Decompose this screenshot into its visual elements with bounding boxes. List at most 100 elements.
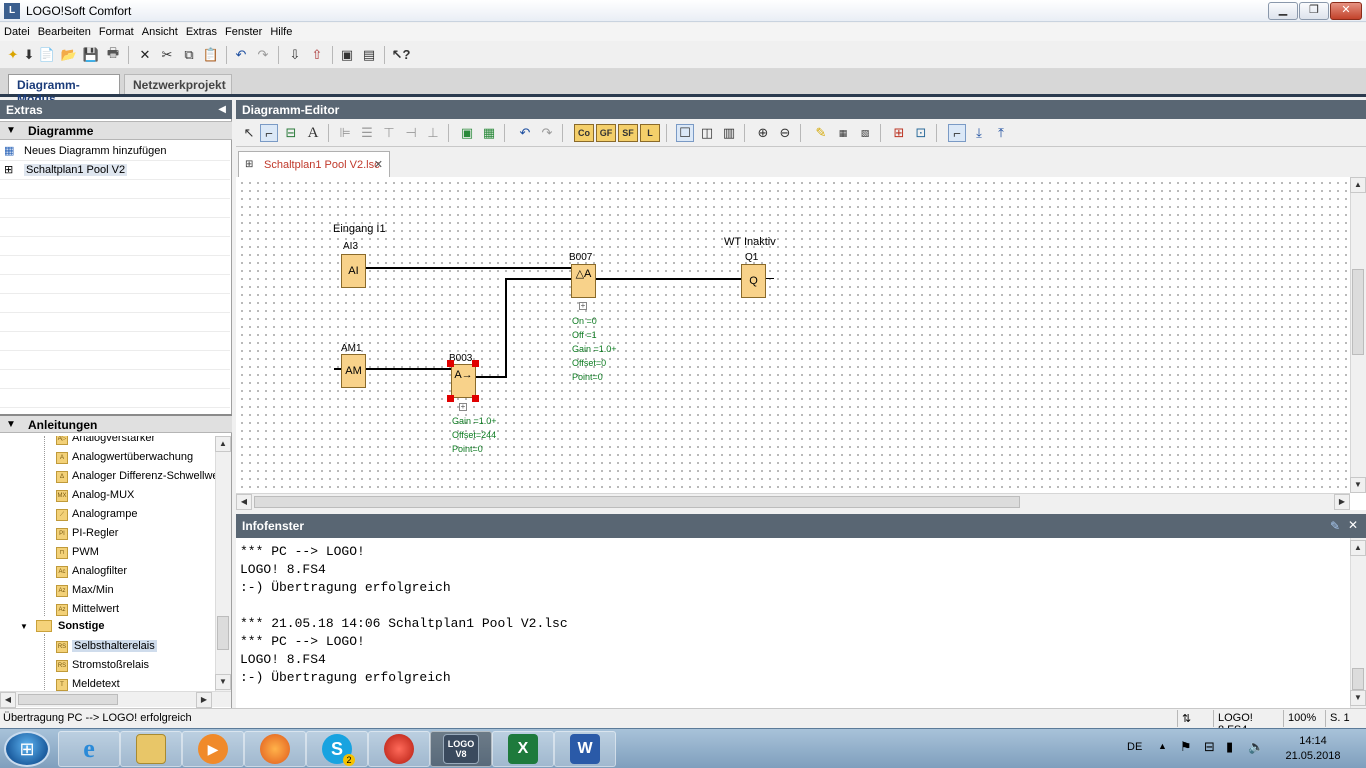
show-hidden-icons-icon[interactable]: ▲ xyxy=(1158,741,1167,751)
wiring-mode-icon[interactable]: ⌐ xyxy=(948,124,966,142)
editor-horizontal-scrollbar[interactable]: ◀ ▶ xyxy=(236,493,1350,510)
menu-fenster[interactable]: Fenster xyxy=(225,26,263,38)
transfer-pc-logo-icon[interactable]: ⇩ xyxy=(289,47,301,62)
scroll-right-button[interactable]: ▶ xyxy=(1334,494,1350,510)
language-indicator[interactable]: DE xyxy=(1127,741,1143,753)
scroll-thumb[interactable] xyxy=(217,616,229,650)
zoom-in-icon[interactable]: ⊕ xyxy=(757,125,769,140)
delete-icon[interactable]: ✕ xyxy=(139,47,151,62)
document-tab[interactable]: ⊞ Schaltplan1 Pool V2.lsc ✕ xyxy=(238,151,390,177)
expand-params-icon[interactable]: + xyxy=(579,301,587,310)
wire-ai3-b007[interactable] xyxy=(366,267,571,269)
wire-b007-q1[interactable] xyxy=(596,278,741,280)
taskbar-internet-explorer[interactable]: e xyxy=(58,731,120,767)
menu-format[interactable]: Format xyxy=(98,26,134,38)
taskbar-media-player[interactable]: ▶ xyxy=(182,731,244,767)
align-middle-icon[interactable]: ⊣ xyxy=(405,125,417,140)
scroll-thumb[interactable] xyxy=(18,694,118,705)
reference-icon[interactable]: ▧ xyxy=(860,127,870,138)
save-icon[interactable]: 💾 xyxy=(82,47,100,62)
block-am1[interactable]: AM xyxy=(341,354,366,388)
block-b003[interactable]: A→ xyxy=(451,364,476,398)
open-folder-icon[interactable]: 📂 xyxy=(60,47,78,62)
scroll-down-button[interactable]: ▼ xyxy=(215,674,231,690)
align-bottom-icon[interactable]: ⊥ xyxy=(427,125,439,140)
wire-am1-b003[interactable] xyxy=(366,368,451,370)
network-device-icon[interactable]: ⊟ xyxy=(1204,739,1215,754)
library-button[interactable]: L xyxy=(640,124,660,142)
close-button[interactable]: ✕ xyxy=(1330,2,1362,20)
tab-diagramm-modus[interactable]: Diagramm-Modus xyxy=(8,74,120,106)
guide-item[interactable]: ⟋Analogrampe xyxy=(56,506,137,525)
editor-vertical-scrollbar[interactable]: ▲ ▼ xyxy=(1350,177,1366,493)
maximize-button[interactable]: ❐ xyxy=(1299,2,1329,20)
resize-handle[interactable] xyxy=(447,360,454,367)
align-center-icon[interactable]: ☰ xyxy=(361,125,373,140)
comment-eingang[interactable]: Eingang I1 xyxy=(333,223,386,235)
connect-tool-icon[interactable]: ⌐ xyxy=(260,124,278,142)
folder-sonstige-label[interactable]: Sonstige xyxy=(58,620,105,632)
block-tool-icon[interactable]: ⊟ xyxy=(285,125,297,140)
scroll-down-button[interactable]: ▼ xyxy=(1350,690,1366,706)
guides-vertical-scrollbar[interactable]: ▲ ▼ xyxy=(215,436,231,691)
editor-redo-icon[interactable]: ↷ xyxy=(541,125,553,140)
resize-handle[interactable] xyxy=(447,395,454,402)
clock[interactable]: 14:14 21.05.2018 xyxy=(1268,734,1358,764)
guide-item[interactable]: A▷Analogverstärker xyxy=(56,436,155,449)
align-left-icon[interactable]: ⊫ xyxy=(339,125,351,140)
block-q1[interactable]: Q xyxy=(741,264,766,298)
scroll-thumb[interactable] xyxy=(1352,269,1364,355)
menu-extras[interactable]: Extras xyxy=(185,26,218,38)
scroll-left-button[interactable]: ◀ xyxy=(236,494,252,510)
scroll-thumb[interactable] xyxy=(254,496,1020,508)
menu-bearbeiten[interactable]: Bearbeiten xyxy=(37,26,91,38)
highlight-icon[interactable]: ✎ xyxy=(815,125,827,140)
pin-icon[interactable]: ✎ xyxy=(1329,519,1340,533)
copy-icon[interactable]: ⧉ xyxy=(184,47,194,62)
taskbar-word[interactable]: W xyxy=(554,731,616,767)
special-functions-button[interactable]: SF xyxy=(618,124,638,142)
online-mode-icon[interactable]: ⊡ xyxy=(915,125,927,140)
redo-icon[interactable]: ↷ xyxy=(257,47,269,62)
guides-horizontal-scrollbar[interactable]: ◀ ▶ xyxy=(0,691,231,708)
block-ai3[interactable]: AI xyxy=(341,254,366,288)
zoom-out-icon[interactable]: ⊖ xyxy=(779,125,791,140)
help-pointer-icon[interactable]: ↖? xyxy=(391,47,411,62)
ungroup-icon[interactable]: ▦ xyxy=(482,125,496,140)
scroll-up-button[interactable]: ▲ xyxy=(1350,177,1366,193)
diagram-canvas[interactable]: Eingang I1 WT Inaktiv AI3 AI AM1 AM B003… xyxy=(236,177,1350,493)
numbering-icon[interactable]: ▦ xyxy=(838,127,848,138)
move-down-icon[interactable]: ⤓ xyxy=(976,125,982,140)
taskbar-excel[interactable]: X xyxy=(492,731,554,767)
diagram-item-schaltplan1[interactable]: ⊞ Schaltplan1 Pool V2 xyxy=(0,161,230,180)
block-b007[interactable]: △A xyxy=(571,264,596,298)
text-tool-icon[interactable]: A xyxy=(307,124,319,141)
collapse-folder-icon[interactable]: ▼ xyxy=(20,622,28,631)
guide-item[interactable]: ⊓PWM xyxy=(56,544,99,563)
wire-b003-vertical[interactable] xyxy=(505,278,507,378)
online-test-icon[interactable]: ▣ xyxy=(340,47,354,62)
scroll-up-button[interactable]: ▲ xyxy=(215,436,231,452)
new-icon[interactable]: ✦ xyxy=(7,47,19,62)
add-diagram-item[interactable]: ▦ Neues Diagramm hinzufügen xyxy=(0,142,230,161)
triple-view-icon[interactable]: ▥ xyxy=(722,125,736,140)
print-icon[interactable]: 🖶 xyxy=(106,45,120,60)
paste-icon[interactable]: 📋 xyxy=(202,47,220,62)
resize-handle[interactable] xyxy=(472,395,479,402)
taskbar-logo-soft-comfort[interactable]: LOGO V8 xyxy=(430,731,492,767)
select-pointer-icon[interactable]: ↖ xyxy=(243,125,255,140)
resize-handle[interactable] xyxy=(472,360,479,367)
wire-q1-stub[interactable] xyxy=(766,278,774,279)
basic-functions-button[interactable]: GF xyxy=(596,124,616,142)
undo-icon[interactable]: ↶ xyxy=(235,47,247,62)
cut-icon[interactable]: ✂ xyxy=(161,47,173,62)
